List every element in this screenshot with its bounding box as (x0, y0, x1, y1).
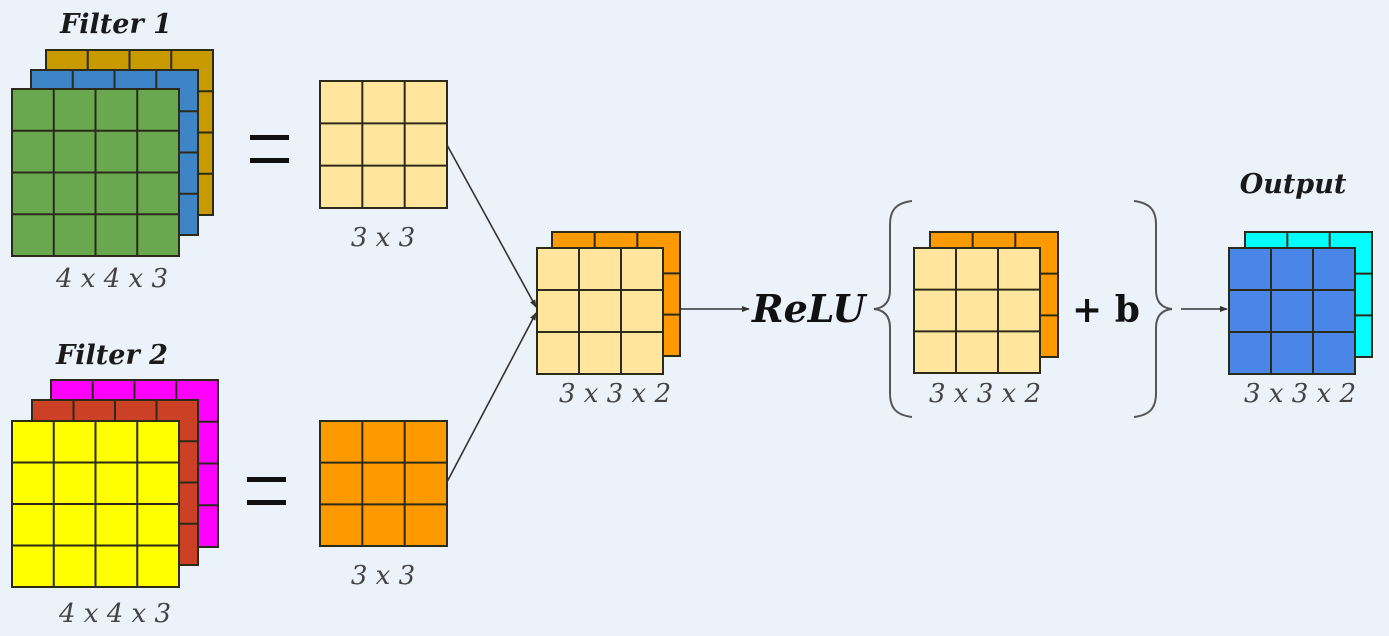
filter-2-title: Filter 2 (55, 340, 168, 371)
output-layer-2 (1228, 247, 1356, 375)
right-brace-icon (1133, 200, 1173, 418)
relu-input-dims: 3 x 3 x 2 (929, 379, 1041, 409)
output-layer-2-bg (1228, 247, 1356, 375)
feature-map-2-grid (319, 420, 448, 547)
filter-2-stack (11, 379, 219, 588)
feature-map-1-dims: 3 x 3 (351, 223, 415, 253)
filter-1-layer-3 (11, 88, 180, 257)
feature-map-1-grid-bg (319, 80, 448, 209)
feature-map-2-dims: 3 x 3 (351, 561, 415, 591)
filter-1-title: Filter 1 (59, 9, 172, 40)
feature-map-1-grid (319, 80, 448, 209)
stacked-feature-maps (536, 231, 681, 375)
stacked-layer-2-bg (536, 247, 664, 375)
arrow-map1-to-stack (446, 144, 537, 308)
equals-sign-2 (247, 477, 286, 505)
arrow-map2-to-stack (446, 312, 537, 483)
relu-input-stack (913, 231, 1059, 374)
filter-2-layer-3 (11, 420, 180, 588)
output-title: Output (1240, 169, 1347, 200)
filter-1-stack (11, 49, 214, 257)
output-stack (1228, 231, 1373, 375)
feature-map-2 (319, 420, 448, 547)
relu-input-layer-2-bg (913, 247, 1041, 374)
filter-1-dims: 4 x 4 x 3 (55, 264, 168, 294)
relu-label: ReLU (751, 286, 868, 331)
plus-bias-label: + b (1072, 289, 1140, 331)
feature-map-2-grid-bg (319, 420, 448, 547)
filter-2-group: Filter 2 4 x 4 x 3 (11, 340, 219, 629)
output-dims: 3 x 3 x 2 (1244, 379, 1356, 409)
filter-1-group: Filter 1 4 x 4 x 3 (11, 9, 214, 294)
relu-input-layer-2 (913, 247, 1041, 374)
left-brace-icon (873, 200, 913, 418)
stacked-dims: 3 x 3 x 2 (559, 379, 671, 409)
equals-sign-1 (250, 135, 289, 163)
stacked-layer-2 (536, 247, 664, 375)
filter-2-dims: 4 x 4 x 3 (58, 599, 171, 629)
feature-map-1 (319, 80, 448, 209)
